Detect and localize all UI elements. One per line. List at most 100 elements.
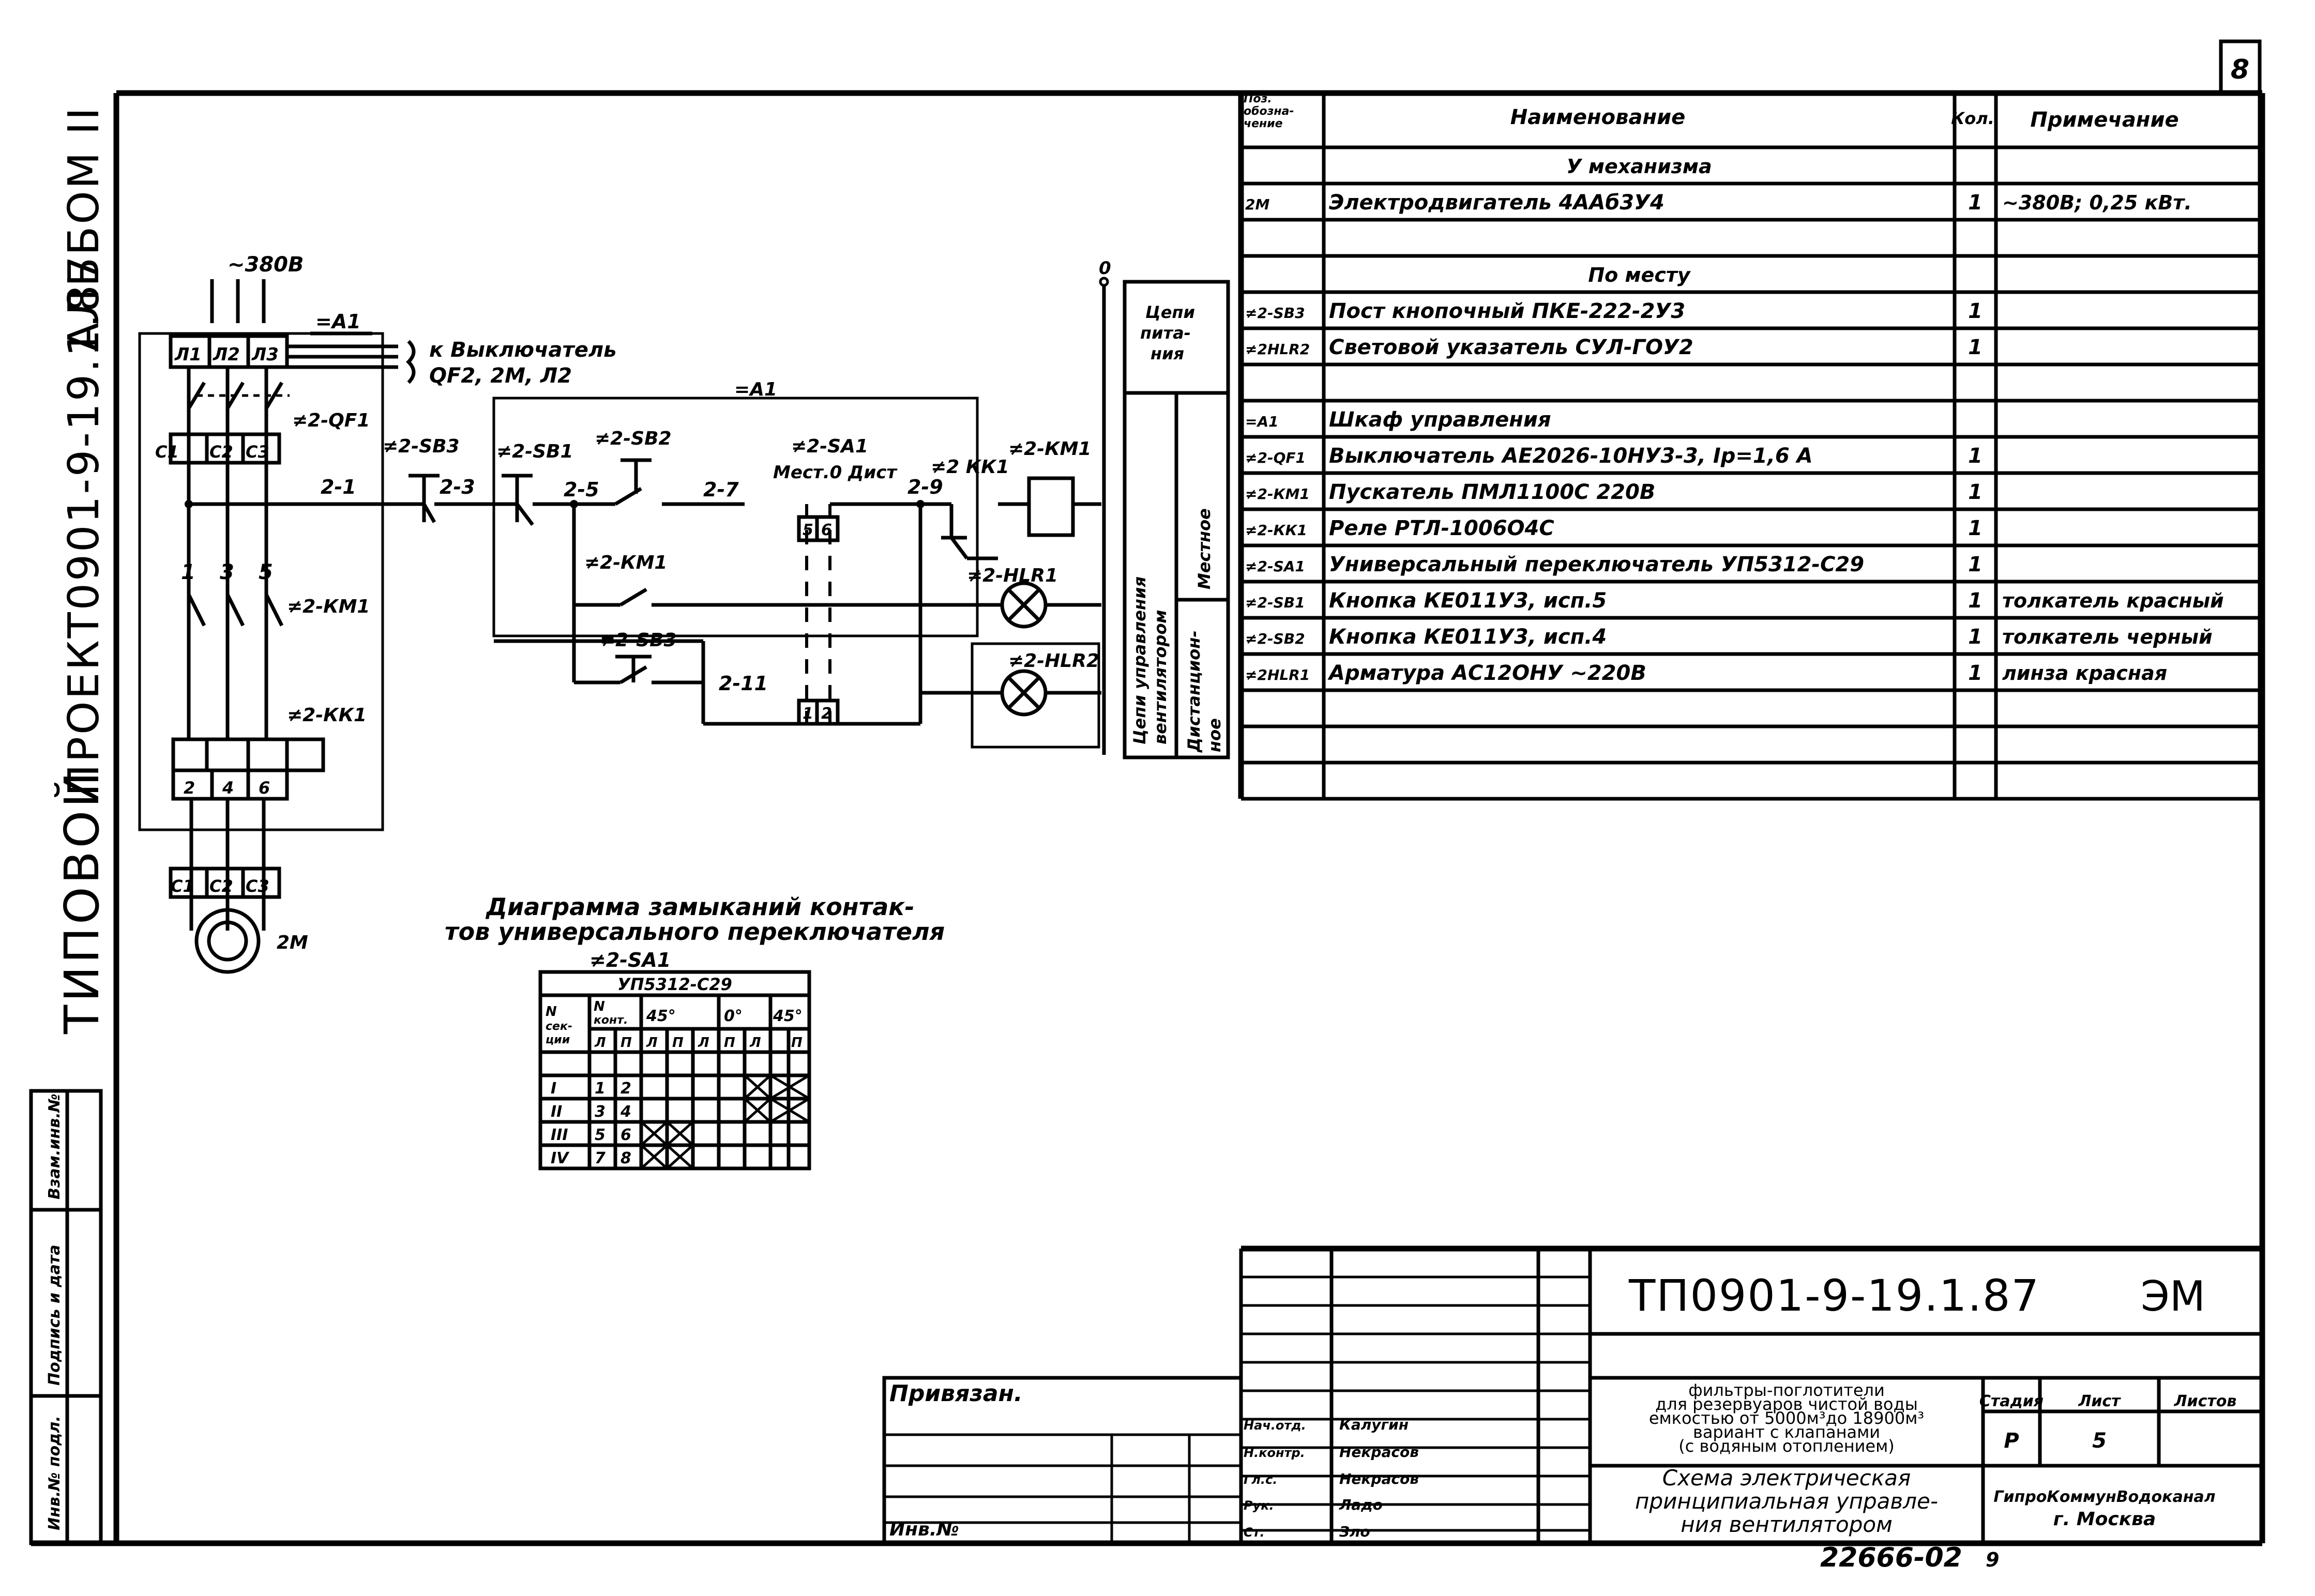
spec-qty: 1 (1968, 444, 1983, 468)
spec-qty: 1 (1968, 191, 1983, 215)
zone-circuits: Цепи управления (1130, 576, 1149, 744)
phase-2: Л2 (213, 344, 240, 365)
sb2-label: ≠2-SB2 (595, 428, 672, 449)
cd-model: УП5312-С29 (617, 975, 732, 994)
spec-h-pos-1: Поз. (1244, 93, 1272, 105)
side-title: ТИПОВОЙ ПРОЕКТ0901-9-19.1.87 АЛЬБОМ II (54, 105, 110, 1035)
org-1: ГипроКоммунВодоканал (1993, 1488, 2215, 1506)
spec-pos: ≠2-SB2 (1245, 630, 1305, 647)
motor-symbol (194, 908, 261, 974)
inv-label: Инв.№ (889, 1519, 959, 1540)
spec-table: Поз. обозна- чение Наименование Кол. При… (1238, 93, 2262, 801)
spec-name: Световой указатель СУЛ-ГОУ2 (1329, 336, 1693, 359)
spec-h-qty: Кол. (1951, 109, 1994, 128)
cd-row-contact: 7 (595, 1149, 606, 1167)
title-block: Привязан. Инв.№ ТП0901-9-19.1.87 ЭМ Нач.… (882, 1245, 2262, 1573)
spec-pos: ≠2-КМ1 (1245, 485, 1310, 503)
sb1-label: ≠2-SB1 (496, 441, 573, 462)
c-top-1: С1 (155, 442, 179, 462)
side-stamp: Инв.№ подл. Подпись и дата Взам.инв.№ (29, 1089, 103, 1545)
project-desc-3: емкостью от 5000м³до 18900м³ (1649, 1408, 1924, 1428)
cd-cross (640, 1144, 668, 1169)
cd-sub-header: П (791, 1035, 803, 1051)
bottom-sheet: 9 (1986, 1548, 1999, 1571)
node-1: 1 (181, 560, 195, 584)
doc-mark: ЭМ (2141, 1272, 2205, 1320)
spec-h-name: Наименование (1510, 105, 1686, 129)
spec-qty: 1 (1968, 589, 1983, 613)
doc-code: ТП0901-9-19.1.87 (1628, 1270, 2040, 1321)
project-desc-2: для резервуаров чистой воды (1655, 1394, 1918, 1414)
cd-row-sec: IV (551, 1149, 570, 1167)
spec-name: Кнопка КЕ011У3, исп.5 (1329, 589, 1607, 613)
cd-row-contact: 1 (595, 1080, 606, 1098)
spec-note: линза красная (2002, 662, 2167, 685)
svg-text:вентилятором: вентилятором (1151, 610, 1170, 744)
spec-name: Выключатель АЕ2026-10НУ3-3, Iр=1,6 А (1329, 444, 1813, 468)
spec-name: Кнопка КЕ011У3, исп.4 (1329, 625, 1607, 649)
node-5: 5 (259, 560, 273, 584)
spec-pos: ≠2-QF1 (1245, 449, 1306, 466)
cd-cross (666, 1144, 694, 1169)
spec-pos: ≠2HLR1 (1245, 666, 1310, 683)
zero-label: 0 (1099, 258, 1111, 279)
cd-h-contact: конт. (594, 1014, 628, 1027)
relay-term-4: 4 (222, 778, 234, 798)
spec-name: У механизма (1566, 155, 1712, 178)
spec-h-pos-2: обозна- (1244, 105, 1294, 118)
side-title-line2: ПРОЕКТ0901-9-19.1.87 (59, 254, 109, 796)
svg-text:пита-: пита- (1140, 323, 1191, 343)
spec-qty: 1 (1968, 299, 1983, 323)
cd-angle: 0° (724, 1007, 743, 1025)
contact-diagram: Диаграмма замыканий контак- тов универса… (445, 893, 945, 1171)
stamp-inv-orig: Инв.№ подл. (46, 1416, 64, 1530)
km1-main-label: ≠2-КМ1 (287, 596, 370, 617)
c-bot-2: С2 (209, 876, 233, 896)
relay-term-2: 2 (184, 778, 195, 798)
privyazan-label: Привязан. (889, 1380, 1023, 1407)
cd-sub-header: Л (749, 1035, 761, 1051)
phase-3: Л3 (251, 344, 279, 365)
stage-label: Стадия (1979, 1392, 2044, 1410)
sa-pin-1: 1 (803, 705, 813, 723)
stamp-sign-date: Подпись и дата (46, 1245, 64, 1386)
role-name: Некрасов (1339, 1470, 1419, 1487)
cd-cross (744, 1098, 771, 1123)
sa1-label: ≠2-SA1 (791, 436, 868, 457)
wire-2-3: 2-3 (440, 476, 475, 498)
spec-name: Арматура АС12ОНУ ~220В (1327, 661, 1646, 685)
a1-mid-label: =А1 (734, 379, 777, 400)
cd-row-sec: III (551, 1126, 568, 1144)
cd-sub-header: П (724, 1035, 735, 1051)
spec-qty: 1 (1968, 553, 1983, 576)
sb3-label-1: ≠2-SB3 (383, 436, 460, 457)
role-label: Н.контр. (1244, 1446, 1305, 1460)
side-title-line3: АЛЬБОМ II (59, 105, 109, 352)
a1-top-label: =А1 (315, 310, 361, 333)
role-label: Ст. (1244, 1525, 1265, 1540)
cd-angle: 45° (646, 1007, 676, 1025)
svg-text:ное: ное (1205, 718, 1224, 752)
spec-pos: ≠2-SB1 (1245, 594, 1305, 611)
sheets-label: Листов (2174, 1392, 2237, 1410)
zone-local: Местное (1194, 508, 1214, 589)
sheet-value: 5 (2092, 1429, 2107, 1453)
role-label: Рук. (1244, 1498, 1274, 1513)
role-name: Некрасов (1339, 1443, 1419, 1461)
spec-qty: 1 (1968, 661, 1983, 685)
role-label: Нач.отд. (1244, 1418, 1306, 1433)
c-bot-3: С3 (246, 876, 269, 896)
spec-name: Пост кнопочный ПКЕ-222-2У3 (1329, 299, 1685, 323)
spec-pos: =А1 (1245, 413, 1279, 430)
spec-name: Шкаф управления (1329, 408, 1551, 432)
project-desc-4: вариант с клапанами (1693, 1422, 1880, 1442)
zone-remote: Дистанцион- (1184, 630, 1204, 753)
spec-qty: 1 (1968, 625, 1983, 649)
cd-cross (744, 1074, 771, 1100)
project-desc-1: фильтры-поглотители (1688, 1380, 1885, 1400)
motor-label: 2М (277, 932, 308, 953)
spec-note: толкатель красный (2002, 589, 2224, 612)
